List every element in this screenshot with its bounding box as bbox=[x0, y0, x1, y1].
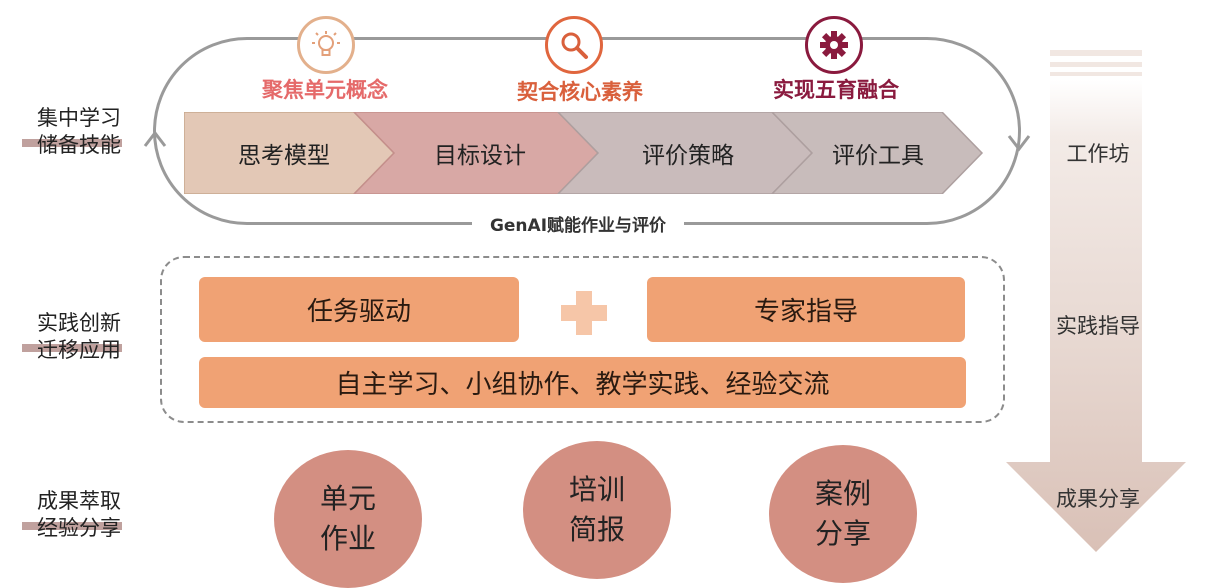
stage-label-2: 实践创新 迁移应用 bbox=[14, 310, 144, 364]
result-line1: 单元 bbox=[319, 482, 376, 515]
result-line1: 培训 bbox=[568, 473, 625, 506]
stage-label-line2: 迁移应用 bbox=[37, 338, 121, 362]
step-label: 评价策略 bbox=[642, 143, 734, 169]
step-label: 评价工具 bbox=[832, 143, 924, 169]
loop-arrow-down-icon bbox=[1007, 135, 1031, 152]
step-chevron-3: 评价策略 bbox=[588, 112, 788, 194]
stage-label-line1: 实践创新 bbox=[37, 311, 121, 335]
result-circle-1: 单元 作业 bbox=[274, 450, 422, 588]
flow-step-1: 工作坊 bbox=[1066, 142, 1130, 166]
steps-chevrons bbox=[184, 112, 984, 194]
practice-box bbox=[160, 256, 1005, 423]
search-icon bbox=[545, 16, 603, 74]
result-line1: 案例 bbox=[814, 477, 871, 510]
expert-guidance-label: 专家指导 bbox=[753, 297, 858, 327]
result-line2: 简报 bbox=[568, 513, 625, 546]
step-label: 思考模型 bbox=[238, 143, 330, 169]
result-line2: 作业 bbox=[319, 522, 376, 555]
flow-step-2: 实践指导 bbox=[1056, 314, 1140, 338]
activities-box: 自主学习、小组协作、教学实践、经验交流 bbox=[199, 357, 966, 408]
stage-label-1: 集中学习 储备技能 bbox=[14, 105, 144, 159]
stage-label-line1: 集中学习 bbox=[37, 106, 121, 130]
activities-label: 自主学习、小组协作、教学实践、经验交流 bbox=[335, 370, 830, 400]
lightbulb-icon bbox=[297, 16, 355, 74]
stage-label-line2: 储备技能 bbox=[37, 133, 121, 157]
gear-icon bbox=[805, 16, 863, 74]
stage-highlight bbox=[22, 344, 122, 352]
stage-highlight bbox=[22, 139, 122, 147]
step-label: 目标设计 bbox=[434, 143, 526, 169]
stage-label-line1: 成果萃取 bbox=[37, 489, 121, 513]
step-chevron-1: 思考模型 bbox=[184, 112, 384, 194]
stage-label-line2: 经验分享 bbox=[37, 516, 121, 540]
expert-guidance-box: 专家指导 bbox=[647, 277, 965, 342]
flow-step-3: 成果分享 bbox=[1056, 487, 1140, 511]
task-driven-label: 任务驱动 bbox=[306, 297, 411, 327]
loop-caption: GenAI赋能作业与评价 bbox=[472, 213, 684, 239]
stage-label-3: 成果萃取 经验分享 bbox=[14, 488, 144, 542]
task-driven-box: 任务驱动 bbox=[199, 277, 519, 342]
goal-title-3: 实现五育融合 bbox=[773, 78, 899, 102]
result-circle-2: 培训 简报 bbox=[523, 441, 671, 579]
step-chevron-2: 目标设计 bbox=[380, 112, 580, 194]
loop-arrow-up-icon bbox=[143, 130, 167, 147]
plus-icon-bar bbox=[561, 305, 607, 321]
step-chevron-4: 评价工具 bbox=[780, 112, 976, 194]
stage-highlight bbox=[22, 522, 122, 530]
result-line2: 分享 bbox=[814, 517, 871, 550]
progress-arrow bbox=[1006, 50, 1186, 552]
result-circle-3: 案例 分享 bbox=[769, 445, 917, 583]
goal-title-2: 契合核心素养 bbox=[517, 80, 643, 104]
goal-title-1: 聚焦单元概念 bbox=[262, 78, 388, 102]
